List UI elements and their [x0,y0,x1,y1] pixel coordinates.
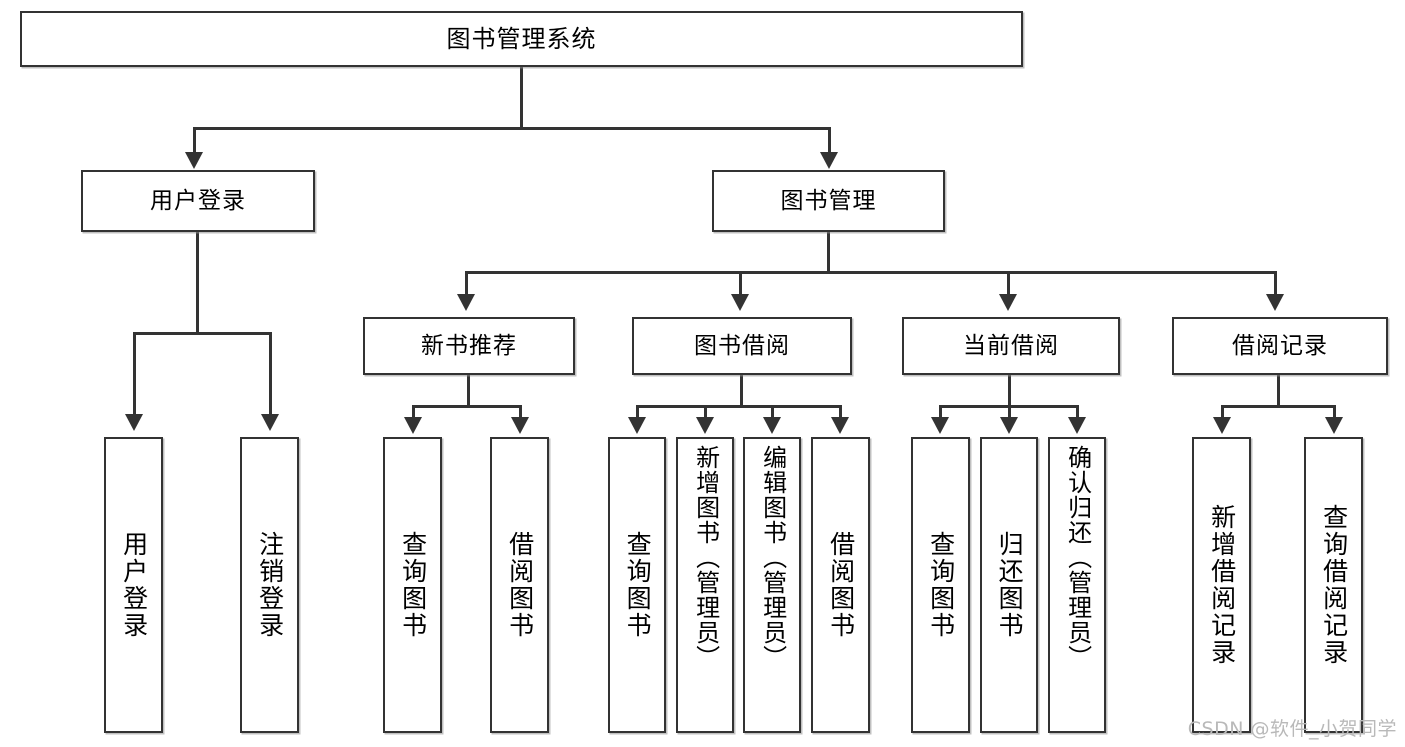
connector-recommend-stem [467,375,470,407]
connector-record-leaf2 [1333,405,1336,419]
node-label: 当前借阅 [963,332,1059,359]
leaf-logout-login[interactable]: 注销登录 [240,437,299,733]
connector-current-leaf1 [939,405,942,419]
arrow-borrow-leaf4 [831,417,849,434]
node-label: 图书管理系统 [446,25,597,53]
node-label: 新增图书（管理员） [691,445,720,670]
arrow-borrow-leaf1 [628,417,646,434]
arrow-current-leaf3 [1068,417,1086,434]
connector-borrow-bus [636,405,842,408]
connector-bookmgmt-bus [465,271,1277,274]
leaf-user-login[interactable]: 用户登录 [104,437,163,733]
connector-bookmgmt-to-current [1007,271,1010,296]
connector-bookmgmt-to-recommend [465,271,468,296]
node-label: 借阅图书 [826,531,856,639]
connector-current-stem [1008,375,1011,407]
arrow-record-leaf2 [1325,417,1343,434]
connector-userlogin-leaf2 [269,332,272,416]
node-root-book-management-system[interactable]: 图书管理系统 [20,11,1023,67]
connector-record-bus [1221,405,1336,408]
arrow-userlogin-leaf2 [261,414,279,431]
leaf-borrow-add-book-admin[interactable]: 新增图书（管理员） [676,437,734,733]
node-label: 新书推荐 [421,332,517,359]
leaf-borrow-query-book[interactable]: 查询图书 [608,437,666,733]
connector-root-bus [193,127,831,130]
arrow-root-to-bookmgmt [820,152,838,169]
arrow-root-to-userlogin [185,152,203,169]
arrow-current-leaf2 [1000,417,1018,434]
node-label: 图书借阅 [694,332,790,359]
connector-recommend-leaf1 [412,405,415,419]
connector-root-stem [520,66,523,129]
connector-userlogin-stem [196,232,199,334]
connector-borrow-leaf4 [839,405,842,419]
node-label: 用户登录 [150,187,246,214]
arrow-recommend-leaf2 [511,417,529,434]
node-user-login[interactable]: 用户登录 [81,170,315,232]
connector-userlogin-bus [133,332,272,335]
connector-borrow-leaf1 [636,405,639,419]
arrow-bookmgmt-to-record [1266,294,1284,311]
connector-current-leaf2 [1008,405,1011,419]
node-label: 借阅图书 [505,531,535,639]
node-current-borrow[interactable]: 当前借阅 [902,317,1120,375]
arrow-record-leaf1 [1213,417,1231,434]
node-label: 借阅记录 [1232,332,1328,359]
connector-bookmgmt-to-borrow [739,271,742,296]
connector-bookmgmt-to-record [1274,271,1277,296]
node-label: 编辑图书（管理员） [758,445,787,670]
node-label: 用户登录 [119,531,149,639]
arrow-bookmgmt-to-borrow [731,294,749,311]
connector-borrow-leaf2 [704,405,707,419]
connector-record-leaf1 [1221,405,1224,419]
node-label: 图书管理 [780,187,877,214]
node-label: 注销登录 [255,531,285,639]
node-label: 查询图书 [623,531,653,639]
arrow-bookmgmt-to-current [999,294,1017,311]
leaf-recommend-query-book[interactable]: 查询图书 [383,437,442,733]
node-new-book-recommend[interactable]: 新书推荐 [363,317,575,375]
node-label: 查询图书 [398,531,428,639]
arrow-current-leaf1 [931,417,949,434]
leaf-current-return-book[interactable]: 归还图书 [980,437,1038,733]
arrow-bookmgmt-to-recommend [457,294,475,311]
node-label: 确认归还（管理员） [1063,445,1092,670]
node-book-management[interactable]: 图书管理 [712,170,945,232]
connector-recommend-leaf2 [519,405,522,419]
node-label: 查询图书 [926,531,956,639]
connector-borrow-stem [740,375,743,407]
node-label: 归还图书 [995,531,1025,639]
leaf-current-confirm-return-admin[interactable]: 确认归还（管理员） [1048,437,1106,733]
node-label: 查询借阅记录 [1319,504,1349,666]
node-label: 新增借阅记录 [1207,504,1237,666]
leaf-borrow-borrow-book[interactable]: 借阅图书 [811,437,870,733]
connector-bookmgmt-stem [827,232,830,273]
leaf-current-query-book[interactable]: 查询图书 [911,437,970,733]
arrow-recommend-leaf1 [404,417,422,434]
connector-borrow-leaf3 [771,405,774,419]
arrow-borrow-leaf3 [763,417,781,434]
connector-recommend-bus [412,405,522,408]
arrow-userlogin-leaf1 [125,414,143,431]
node-book-borrow[interactable]: 图书借阅 [632,317,852,375]
leaf-recommend-borrow-book[interactable]: 借阅图书 [490,437,549,733]
connector-userlogin-leaf1 [133,332,136,416]
connector-root-to-bookmgmt [828,127,831,155]
connector-record-stem [1277,375,1280,407]
leaf-borrow-edit-book-admin[interactable]: 编辑图书（管理员） [743,437,801,733]
arrow-borrow-leaf2 [696,417,714,434]
connector-root-to-userlogin [193,127,196,155]
leaf-record-query-borrow-record[interactable]: 查询借阅记录 [1304,437,1363,733]
node-borrow-record[interactable]: 借阅记录 [1172,317,1388,375]
watermark-text: CSDN @软件_小贺同学 [1187,718,1397,740]
connector-current-leaf3 [1076,405,1079,419]
leaf-record-add-borrow-record[interactable]: 新增借阅记录 [1192,437,1251,733]
